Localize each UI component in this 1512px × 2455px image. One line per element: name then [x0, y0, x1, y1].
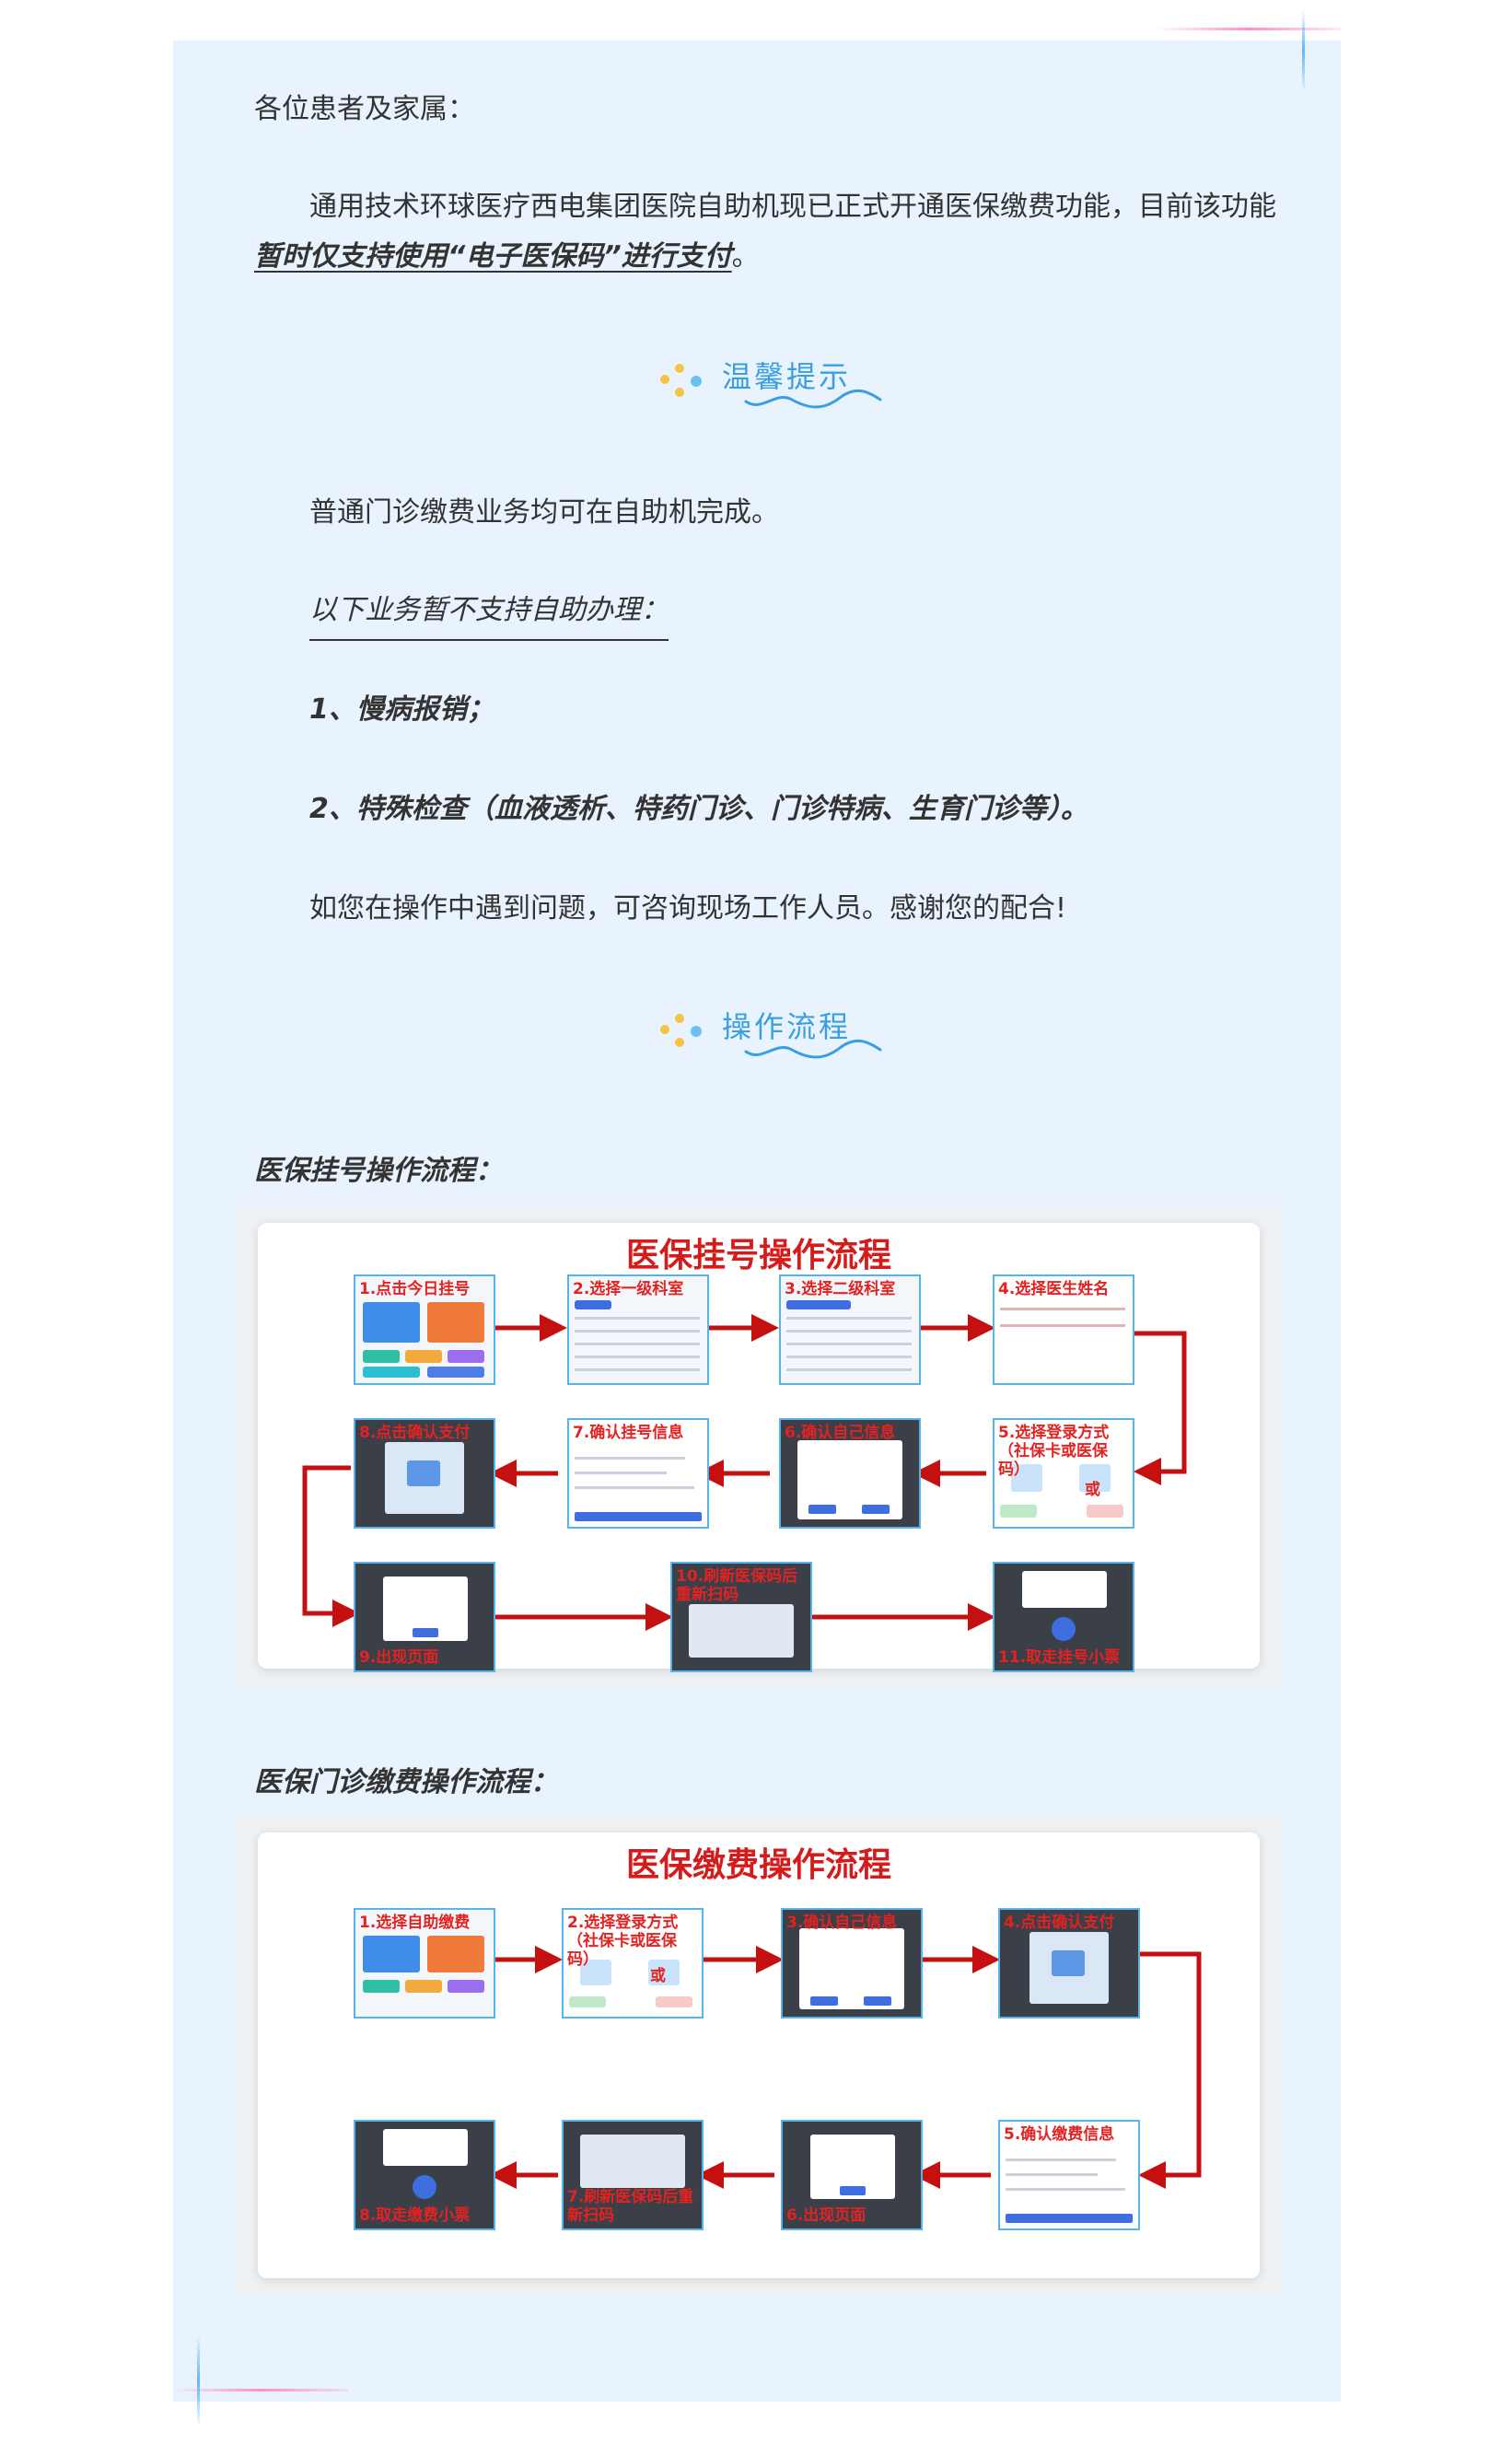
step-caption: 1.选择自助缴费 [359, 1914, 471, 1932]
tip-item-2: 2、特殊检查（血液透析、特药门诊、门诊特病、生育门诊等）。 [309, 793, 1088, 825]
step-caption: 4.选择医生姓名 [998, 1280, 1110, 1298]
intro-text: 通用技术环球医疗西电集团医院自助机现已正式开通医保缴费功能，目前该功能 [309, 191, 1276, 223]
step-screenshot: 7.刷新医保码后重新扫码 [562, 2120, 704, 2230]
greeting-text: 各位患者及家属： [254, 93, 475, 125]
step-screenshot: 4.选择医生姓名 [993, 1274, 1134, 1385]
tip-line-3: 如您在操作中遇到问题，可咨询现场工作人员。感谢您的配合! [309, 892, 1067, 925]
step-screenshot: 11.取走挂号小票 [993, 1562, 1134, 1672]
flow-image-registration: 医保挂号操作流程 1.点击今日挂号 [236, 1206, 1282, 1685]
step-caption: 7.刷新医保码后重新扫码 [567, 2188, 694, 2225]
decor-line-bottom [173, 2389, 348, 2391]
step-caption: 6.确认自己信息 [785, 1424, 896, 1442]
tip-line-1: 普通门诊缴费业务均可在自助机完成。 [309, 496, 779, 529]
section-title: 操作流程 [722, 1009, 852, 1044]
step-caption: 4.点击确认支付 [1004, 1914, 1115, 1932]
intro-end: 。 [731, 240, 760, 273]
dots-icon [660, 364, 702, 397]
step-screenshot: 5.确认缴费信息 [998, 2120, 1140, 2230]
decor-line-top [1157, 28, 1341, 30]
step-screenshot: 3.确认自己信息 [781, 1908, 923, 2019]
step-screenshot: 6.出现页面 [781, 2120, 923, 2230]
step-caption: 3.选择二级科室 [785, 1280, 896, 1298]
step-caption: 8.点击确认支付 [359, 1424, 471, 1442]
dots-icon [660, 1014, 702, 1047]
step-caption: 2.选择登录方式（社保卡或医保码） [567, 1914, 679, 1969]
intro-emphasis: 暂时仅支持使用“电子医保码”进行支付 [254, 240, 732, 273]
step-caption: 9.出现页面 [359, 1648, 439, 1667]
step-screenshot: 9.出现页面 [354, 1562, 495, 1672]
section-heading-tips: 温馨提示 [656, 348, 932, 413]
step-or-label: 或 [1085, 1481, 1100, 1499]
step-or-label: 或 [650, 1967, 666, 1985]
intro-paragraph: 通用技术环球医疗西电集团医院自助机现已正式开通医保缴费功能，目前该功能暂时仅支持… [254, 182, 1276, 282]
tip-line-2: 以下业务暂不支持自助办理： [309, 586, 669, 641]
section-title: 温馨提示 [722, 359, 852, 394]
step-caption: 6.出现页面 [786, 2206, 866, 2225]
step-screenshot: 8.点击确认支付 [354, 1418, 495, 1529]
section-heading-flow: 操作流程 [656, 998, 932, 1063]
flow-image-title: 医保挂号操作流程 [625, 1237, 891, 1274]
tip-unsupported-heading: 以下业务暂不支持自助办理： [309, 586, 669, 641]
flow-arrows [489, 1946, 1202, 2189]
step-screenshot: 6.确认自己信息 [779, 1418, 921, 1529]
step-caption: 3.确认自己信息 [786, 1914, 898, 1932]
wave-decoration [744, 389, 882, 409]
flow-image-title: 医保缴费操作流程 [625, 1846, 891, 1884]
step-caption: 7.确认挂号信息 [573, 1424, 684, 1442]
flow-arrows [302, 1314, 1187, 1631]
step-screenshot: 1.点击今日挂号 [354, 1274, 495, 1385]
step-screenshot: 8.取走缴费小票 [354, 2120, 495, 2230]
step-caption: 10.刷新医保码后重新扫码 [676, 1567, 798, 1604]
step-screenshot: 3.选择二级科室 [779, 1274, 921, 1385]
step-screenshot: 2.选择一级科室 [567, 1274, 709, 1385]
step-caption: 5.确认缴费信息 [1004, 2125, 1115, 2144]
wave-decoration [744, 1039, 882, 1059]
decor-line-bottom-vertical [197, 2335, 200, 2427]
flow-image-payment: 医保缴费操作流程 1.选择自助缴费 2.选择登录方式（社保卡或医保码） [236, 1816, 1282, 2295]
tip-item-1: 1、慢病报销； [309, 693, 494, 726]
flow-label-registration: 医保挂号操作流程： [254, 1155, 503, 1187]
step-screenshot: 10.刷新医保码后重新扫码 [670, 1562, 812, 1672]
step-caption: 5.选择登录方式（社保卡或医保码） [998, 1424, 1110, 1479]
step-screenshot: 1.选择自助缴费 [354, 1908, 495, 2019]
step-caption: 1.点击今日挂号 [359, 1280, 471, 1298]
step-caption: 2.选择一级科室 [573, 1280, 684, 1298]
step-caption: 11.取走挂号小票 [998, 1648, 1121, 1667]
step-screenshot: 2.选择登录方式（社保卡或医保码） 或 [562, 1908, 704, 2019]
flow-label-payment: 医保门诊缴费操作流程： [254, 1766, 558, 1798]
step-caption: 8.取走缴费小票 [359, 2206, 471, 2225]
decor-line-top-vertical [1302, 9, 1305, 92]
step-screenshot: 4.点击确认支付 [998, 1908, 1140, 2019]
step-screenshot: 5.选择登录方式（社保卡或医保码） 或 [993, 1418, 1134, 1529]
step-screenshot: 7.确认挂号信息 [567, 1418, 709, 1529]
